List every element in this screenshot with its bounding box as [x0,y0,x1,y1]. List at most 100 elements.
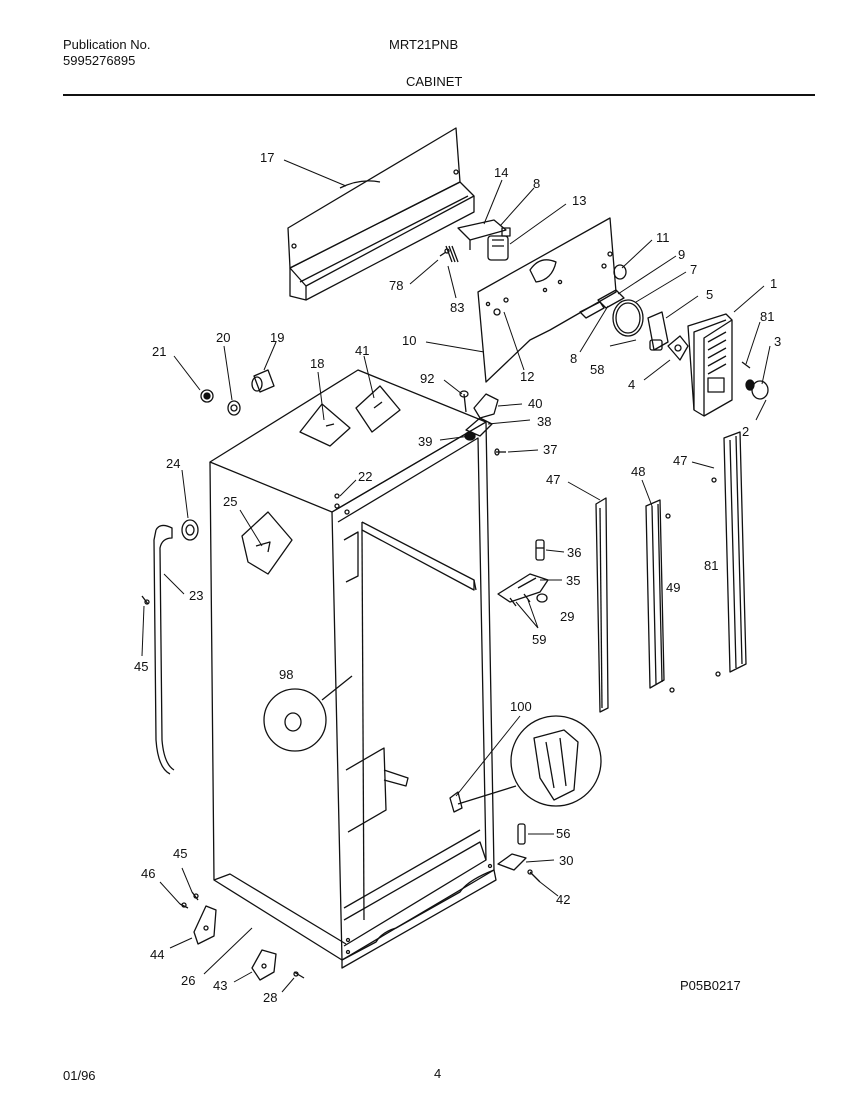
label-28: 28 [263,990,277,1005]
screws-59 [509,593,531,607]
shroud-ring-7 [612,299,644,337]
patch-41 [355,385,401,433]
label-7: 7 [690,262,697,277]
label-78: 78 [389,278,403,293]
label-29: 29 [560,609,574,624]
knob-3 [745,379,769,400]
label-14: 14 [494,165,508,180]
label-12: 12 [520,369,534,384]
plug-20 [227,400,241,416]
figure-code: P05B0217 [680,978,741,993]
bracket-part [457,219,507,250]
label-56: 56 [556,826,570,841]
fan-motor-5 [647,311,669,351]
label-20: 20 [216,330,230,345]
sleeve-19 [251,369,275,393]
screw-46 [179,902,189,909]
hinge-pin-36 [535,539,545,561]
label-81-right: 81 [704,558,718,573]
fan-blade-4 [667,335,689,361]
bottom-hinge-30 [497,853,527,871]
label-48: 48 [631,464,645,479]
label-38: 38 [537,414,551,429]
label-13: 13 [572,193,586,208]
label-8-lower: 8 [570,351,577,366]
screw-42 [527,869,541,883]
grommet-11 [613,264,627,280]
label-47-right: 47 [673,453,687,468]
hinge-pin-56 [517,823,526,845]
top-panel-part [287,127,475,301]
label-46: 46 [141,866,155,881]
label-25: 25 [223,494,237,509]
label-45-bottom: 45 [173,846,187,861]
label-41: 41 [355,343,369,358]
label-47-left: 47 [546,472,560,487]
label-4: 4 [628,377,635,392]
model-number: MRT21PNB [389,37,459,52]
patch-18 [299,403,351,447]
footer-date: 01/96 [63,1068,96,1083]
header-rule [63,94,815,96]
label-10: 10 [402,333,416,348]
section-title: CABINET [406,74,463,89]
spring-83 [445,245,459,263]
label-22: 22 [358,469,372,484]
gasket-strip-47 [595,497,609,713]
label-30: 30 [559,853,573,868]
label-81-top: 81 [760,309,774,324]
label-100: 100 [510,699,532,714]
label-39: 39 [418,434,432,449]
label-19: 19 [270,330,284,345]
label-58: 58 [590,362,604,377]
leader-lines [141,159,771,993]
screw-28 [293,971,305,979]
screw-45-bottom [191,891,199,901]
washer-29 [536,593,548,603]
label-17: 17 [260,150,274,165]
gasket-strip-48 [645,499,675,693]
label-3: 3 [774,334,781,349]
patch-25 [241,511,293,575]
hinge-plate-35 [497,573,549,603]
label-9: 9 [678,247,685,262]
label-1: 1 [770,276,777,291]
publication-number: 5995276895 [63,53,136,68]
label-59: 59 [532,632,546,647]
thermostat-part [487,227,511,261]
drain-grommet-24 [181,519,199,541]
cabinet-shell [209,369,497,969]
inset-circle-98 [263,675,353,752]
bracket-44 [193,905,217,945]
drain-tube-23 [153,524,175,775]
screw-37 [494,448,506,456]
label-36: 36 [567,545,581,560]
label-18: 18 [310,356,324,371]
inset-circle-100 [449,715,602,813]
screw-92 [459,390,469,413]
label-45-left: 45 [134,659,148,674]
label-24: 24 [166,456,180,471]
label-2: 2 [742,424,749,439]
label-23: 23 [189,588,203,603]
leveler-43 [251,949,277,981]
label-5: 5 [706,287,713,302]
label-98: 98 [279,667,293,682]
label-92: 92 [420,371,434,386]
label-42: 42 [556,892,570,907]
label-37: 37 [543,442,557,457]
screw-81-top [741,361,751,369]
gasket-strip-47-right [711,431,747,677]
label-44: 44 [150,947,164,962]
cap-21 [200,389,214,403]
part-labels: 17 14 8 13 11 9 7 1 5 81 3 2 78 83 10 12… [63,150,781,1083]
hinge-cover-40 [473,393,499,419]
control-panel-plate [477,217,617,383]
publication-label: Publication No. [63,37,151,52]
label-11: 11 [656,230,670,245]
label-21: 21 [152,344,166,359]
label-43: 43 [213,978,227,993]
label-49: 49 [666,580,680,595]
